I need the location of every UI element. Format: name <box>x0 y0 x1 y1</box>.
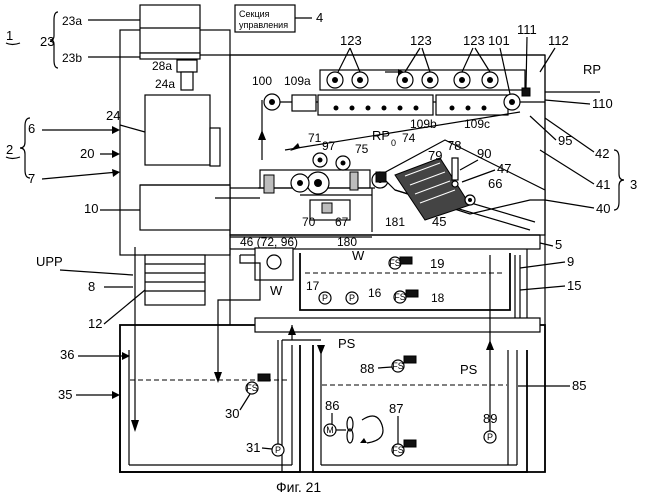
label-109a: 109a <box>284 74 311 88</box>
label-w-lower: W <box>270 283 283 298</box>
sensor-19-symbol: FS <box>389 258 401 268</box>
label-35: 35 <box>58 387 72 402</box>
label-2: 2 <box>6 142 13 157</box>
label-85: 85 <box>572 378 586 393</box>
label-15: 15 <box>567 278 581 293</box>
label-67: 67 <box>335 215 349 229</box>
label-23b: 23b <box>62 51 82 65</box>
label-90: 90 <box>477 146 491 161</box>
label-w-upper: W <box>352 248 365 263</box>
label-123-a: 123 <box>340 33 362 48</box>
label-123-c: 123 <box>463 33 485 48</box>
label-20: 20 <box>80 146 94 161</box>
label-24: 24 <box>106 108 120 123</box>
sensor-88-symbol: FS <box>392 361 404 371</box>
label-111: 111 <box>517 22 537 37</box>
label-110: 110 <box>592 96 613 111</box>
label-ps-right: PS <box>460 362 478 377</box>
label-17: 17 <box>306 279 320 293</box>
label-79: 79 <box>428 148 442 163</box>
label-28a: 28a <box>152 59 172 73</box>
unit-28a-24a <box>177 60 197 90</box>
label-10: 10 <box>84 201 98 216</box>
label-89: 89 <box>483 411 497 426</box>
label-42: 42 <box>595 146 609 161</box>
label-19: 19 <box>430 256 444 271</box>
label-5: 5 <box>555 237 562 252</box>
label-30: 30 <box>225 406 239 421</box>
label-ps-left: PS <box>338 336 356 351</box>
label-12: 12 <box>88 316 102 331</box>
label-rp-mid: RP <box>372 128 390 143</box>
control-section-label-2: управления <box>239 20 288 30</box>
label-31: 31 <box>246 440 260 455</box>
label-0: 0 <box>391 138 396 148</box>
label-4: 4 <box>316 10 323 25</box>
label-100: 100 <box>252 74 272 88</box>
label-3: 3 <box>630 177 637 192</box>
sensor-87-symbol: FS <box>392 445 404 455</box>
sensor-30-symbol: FS <box>246 383 258 393</box>
unit-24 <box>140 95 230 230</box>
label-75: 75 <box>355 142 369 156</box>
label-66: 66 <box>488 176 502 191</box>
flow-arrow-down <box>131 420 139 432</box>
label-88: 88 <box>360 361 374 376</box>
pump-17-symbol: P <box>322 293 328 303</box>
block-46 <box>240 248 293 280</box>
label-97: 97 <box>322 139 336 153</box>
control-section-box: Секция управления <box>235 5 312 32</box>
label-18: 18 <box>431 291 445 305</box>
label-23a: 23a <box>62 14 82 28</box>
label-rp-top: RP <box>583 62 601 77</box>
label-109b: 109b <box>410 117 437 131</box>
label-23: 23 <box>40 34 54 49</box>
label-8: 8 <box>88 279 95 294</box>
label-6: 6 <box>28 121 35 136</box>
label-181: 181 <box>385 215 405 229</box>
label-109c: 109c <box>464 117 490 131</box>
pump-16-symbol: P <box>349 293 355 303</box>
label-46: 46 (72, 96) <box>240 235 298 249</box>
motor-86-symbol: M <box>326 425 334 435</box>
label-45: 45 <box>432 214 446 229</box>
label-70: 70 <box>302 215 316 229</box>
label-123-b: 123 <box>410 33 432 48</box>
pump-31-symbol: P <box>275 445 281 455</box>
label-1: 1 <box>6 28 13 43</box>
figure-caption: Фиг. 21 <box>276 479 321 495</box>
control-section-label-1: Секция <box>239 9 270 19</box>
label-9: 9 <box>567 254 574 269</box>
label-112: 112 <box>548 33 569 48</box>
label-86: 86 <box>325 398 339 413</box>
label-7: 7 <box>28 171 35 186</box>
label-41: 41 <box>596 177 610 192</box>
label-78: 78 <box>447 138 461 153</box>
label-47: 47 <box>497 161 511 176</box>
label-upp: UPP <box>36 254 63 269</box>
label-16: 16 <box>368 286 382 300</box>
sensor-18-symbol: FS <box>394 292 406 302</box>
tank-9: FS P P FS <box>300 253 520 325</box>
unit-12 <box>145 255 205 305</box>
label-101: 101 <box>488 33 510 48</box>
unit-23 <box>140 5 200 59</box>
label-87: 87 <box>389 401 403 416</box>
label-74: 74 <box>402 131 416 145</box>
label-24a: 24a <box>155 77 175 91</box>
label-40: 40 <box>596 201 610 216</box>
pump-89-symbol: P <box>487 432 493 442</box>
label-36: 36 <box>60 347 74 362</box>
label-180: 180 <box>337 235 357 249</box>
label-71: 71 <box>308 131 322 145</box>
